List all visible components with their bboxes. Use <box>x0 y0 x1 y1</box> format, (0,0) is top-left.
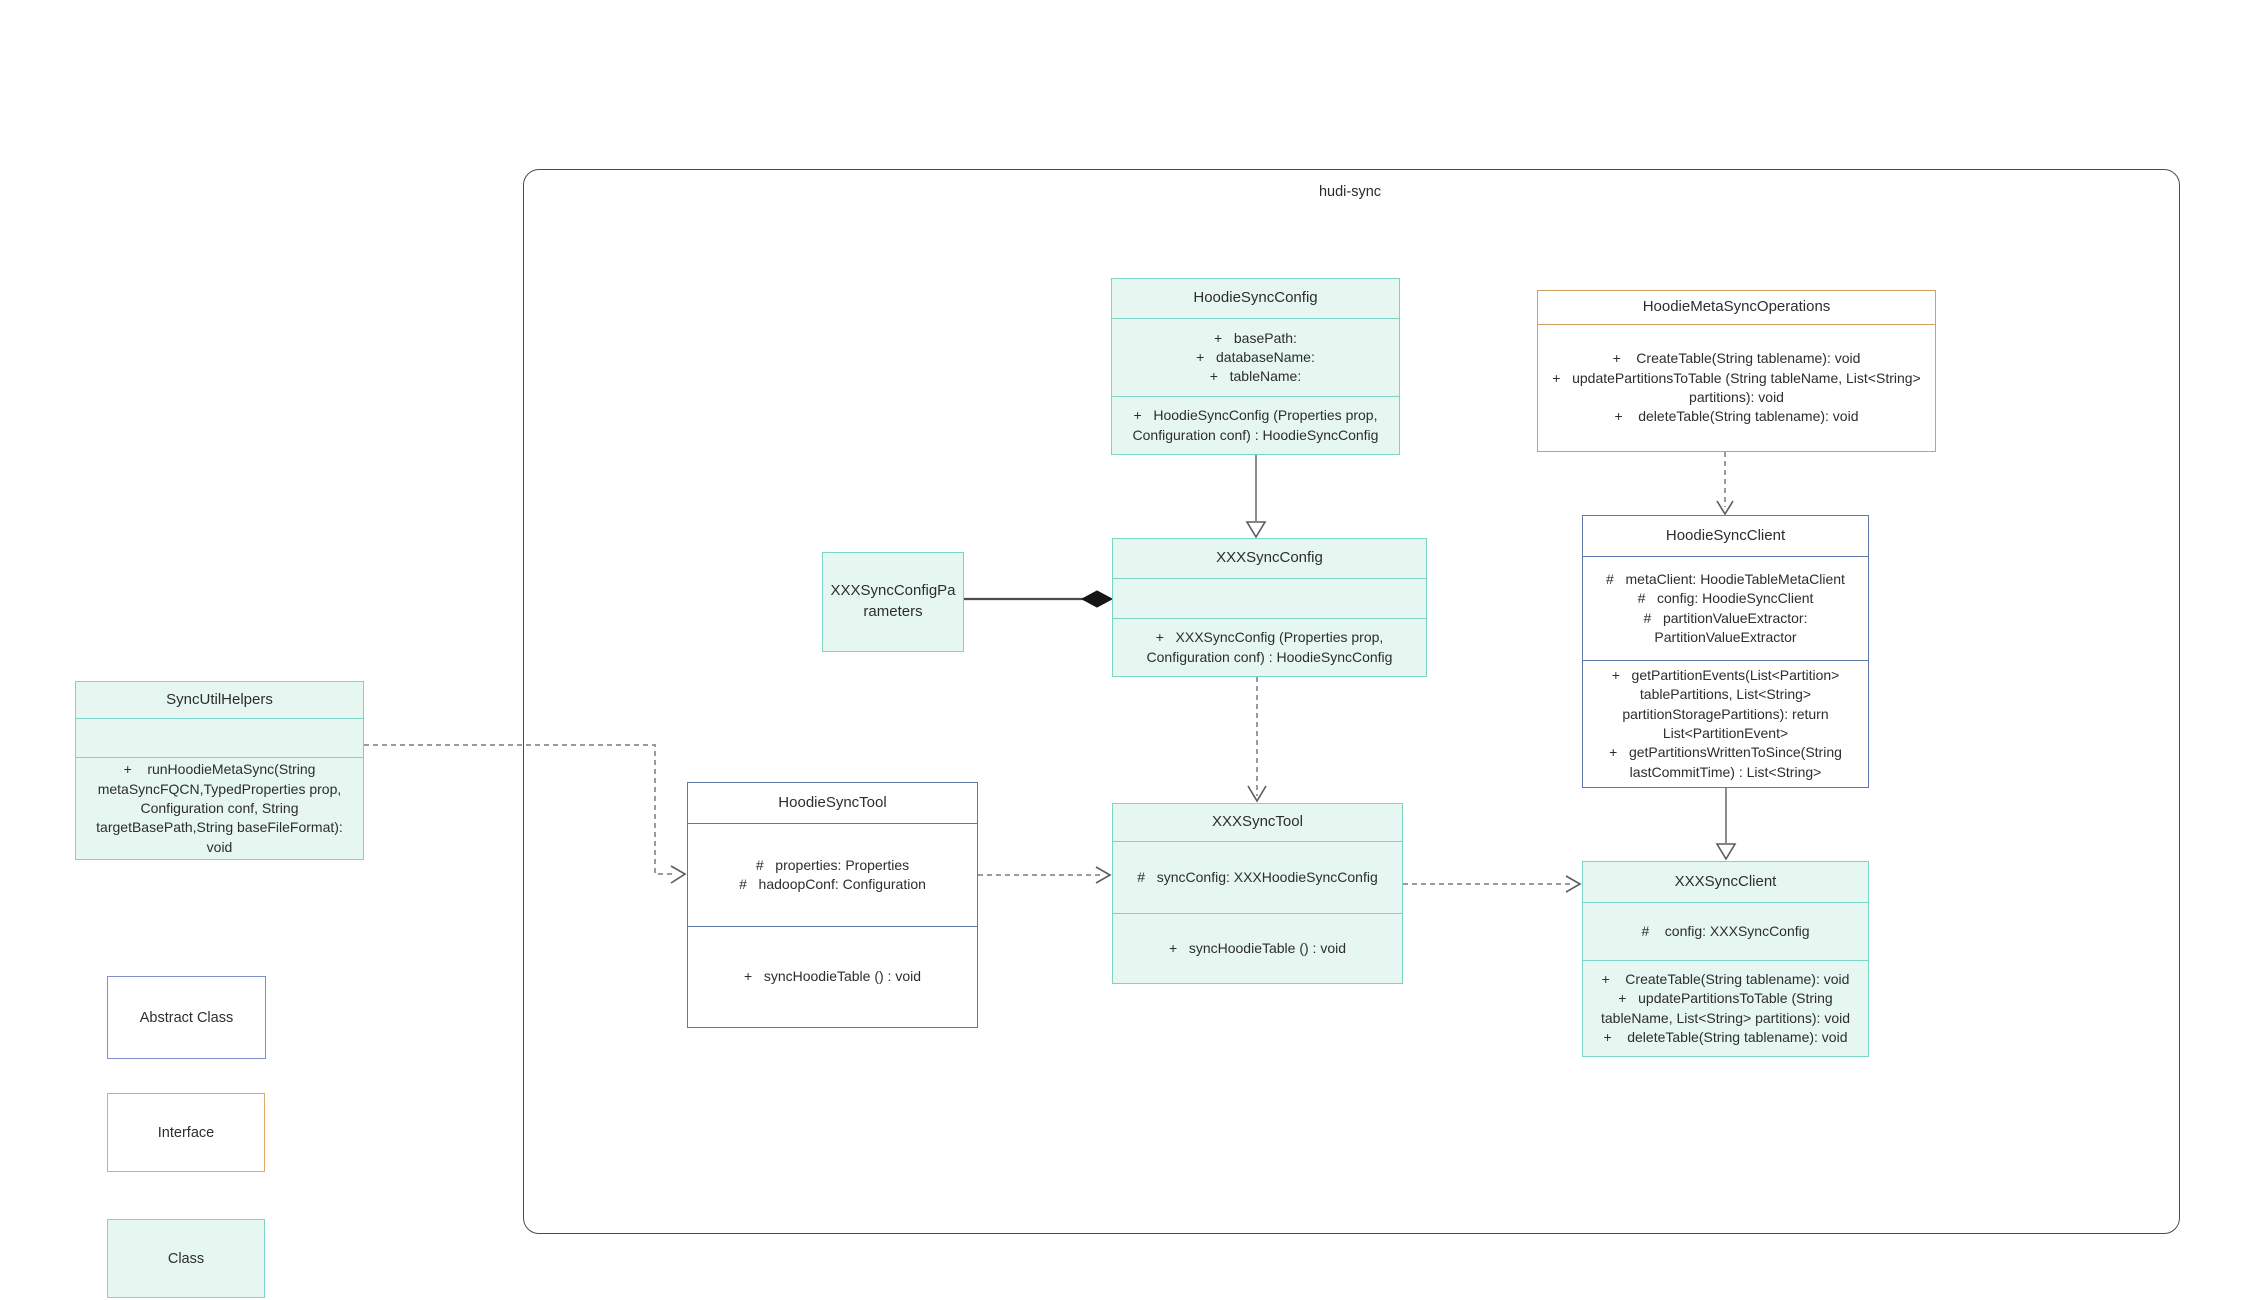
abstract-class-box-hoodie-sync-client: HoodieSyncClient # metaClient: HoodieTab… <box>1582 515 1869 788</box>
methods-section: + runHoodieMetaSync(String metaSyncFQCN,… <box>76 758 363 859</box>
method-line: + runHoodieMetaSync(String metaSyncFQCN,… <box>96 761 347 855</box>
method-line: + deleteTable(String tablename): void <box>1614 408 1859 425</box>
attributes-section: # properties: Properties # hadoopConf: C… <box>688 824 977 927</box>
methods-section: + syncHoodieTable () : void <box>1113 914 1402 983</box>
method-line: + syncHoodieTable () : void <box>1168 939 1347 956</box>
attribute-line: + basePath: <box>1214 329 1297 346</box>
attributes-section: # metaClient: HoodieTableMetaClient # co… <box>1583 557 1868 661</box>
attribute-line: # config: XXXSyncConfig <box>1641 922 1810 939</box>
interface-box-hoodie-meta-sync-operations: HoodieMetaSyncOperations + CreateTable(S… <box>1537 290 1936 452</box>
attribute-line: # syncConfig: XXXHoodieSyncConfig <box>1137 868 1378 885</box>
class-box-xxx-sync-tool: XXXSyncTool # syncConfig: XXXHoodieSyncC… <box>1112 803 1403 984</box>
method-line: + updatePartitionsToTable (String tableN… <box>1600 990 1850 1026</box>
method-line: + XXXSyncConfig (Properties prop, Config… <box>1146 629 1393 665</box>
attribute-line: + databaseName: <box>1196 348 1315 365</box>
attribute-line: # metaClient: HoodieTableMetaClient <box>1606 570 1845 587</box>
method-line: + syncHoodieTable () : void <box>743 968 922 985</box>
attribute-line: # hadoopConf: Configuration <box>739 876 926 892</box>
method-line: + getPartitionsWrittenToSince(String las… <box>1609 744 1846 780</box>
attributes-section <box>1113 579 1426 619</box>
class-title: XXXSyncConfigParameters <box>830 582 956 620</box>
legend-abstract-class: Abstract Class <box>107 976 266 1059</box>
attribute-line: + tableName: <box>1209 368 1302 385</box>
class-box-sync-util-helpers: SyncUtilHelpers + runHoodieMetaSync(Stri… <box>75 681 364 860</box>
method-line: + HoodieSyncConfig (Properties prop, Con… <box>1132 407 1382 443</box>
methods-section: + CreateTable(String tablename): void + … <box>1538 325 1935 451</box>
methods-section: + CreateTable(String tablename): void + … <box>1583 961 1868 1056</box>
method-line: + updatePartitionsToTable (String tableN… <box>1552 369 1925 405</box>
class-box-xxx-sync-config: XXXSyncConfig + XXXSyncConfig (Propertie… <box>1112 538 1427 677</box>
attributes-section <box>76 719 363 759</box>
class-title: HoodieSyncTool <box>688 783 977 824</box>
class-title: SyncUtilHelpers <box>76 682 363 719</box>
class-box-xxx-sync-client: XXXSyncClient # config: XXXSyncConfig + … <box>1582 861 1869 1057</box>
class-title: XXXSyncTool <box>1113 804 1402 842</box>
abstract-class-box-hoodie-sync-tool: HoodieSyncTool # properties: Properties … <box>687 782 978 1028</box>
package-frame-hudi-sync <box>523 169 2180 1234</box>
package-label: hudi-sync <box>1318 184 1382 200</box>
method-line: + getPartitionEvents(List<Partition> tab… <box>1611 667 1844 741</box>
class-title: HoodieSyncConfig <box>1112 279 1399 319</box>
legend-interface: Interface <box>107 1093 265 1172</box>
attributes-section: # config: XXXSyncConfig <box>1583 903 1868 961</box>
method-line: + CreateTable(String tablename): void <box>1612 350 1861 367</box>
attribute-line: # properties: Properties <box>755 856 910 873</box>
attribute-line: # partitionValueExtractor: PartitionValu… <box>1643 609 1812 645</box>
class-title: XXXSyncClient <box>1583 862 1868 903</box>
methods-section: + HoodieSyncConfig (Properties prop, Con… <box>1112 397 1399 454</box>
methods-section: + syncHoodieTable () : void <box>688 927 977 1027</box>
method-line: + deleteTable(String tablename): void <box>1603 1028 1848 1045</box>
class-box-xxx-sync-config-parameters: XXXSyncConfigParameters <box>822 552 964 652</box>
legend-class: Class <box>107 1219 265 1298</box>
interface-title: HoodieMetaSyncOperations <box>1538 291 1935 325</box>
methods-section: + XXXSyncConfig (Properties prop, Config… <box>1113 619 1426 676</box>
attributes-section: # syncConfig: XXXHoodieSyncConfig <box>1113 842 1402 914</box>
class-title: XXXSyncConfig <box>1113 539 1426 579</box>
method-line: + CreateTable(String tablename): void <box>1601 970 1850 987</box>
class-title: HoodieSyncClient <box>1583 516 1868 557</box>
class-box-hoodie-sync-config: HoodieSyncConfig + basePath: + databaseN… <box>1111 278 1400 455</box>
methods-section: + getPartitionEvents(List<Partition> tab… <box>1583 661 1868 787</box>
attribute-line: # config: HoodieSyncClient <box>1637 590 1814 607</box>
attributes-section: + basePath: + databaseName: + tableName: <box>1112 319 1399 397</box>
